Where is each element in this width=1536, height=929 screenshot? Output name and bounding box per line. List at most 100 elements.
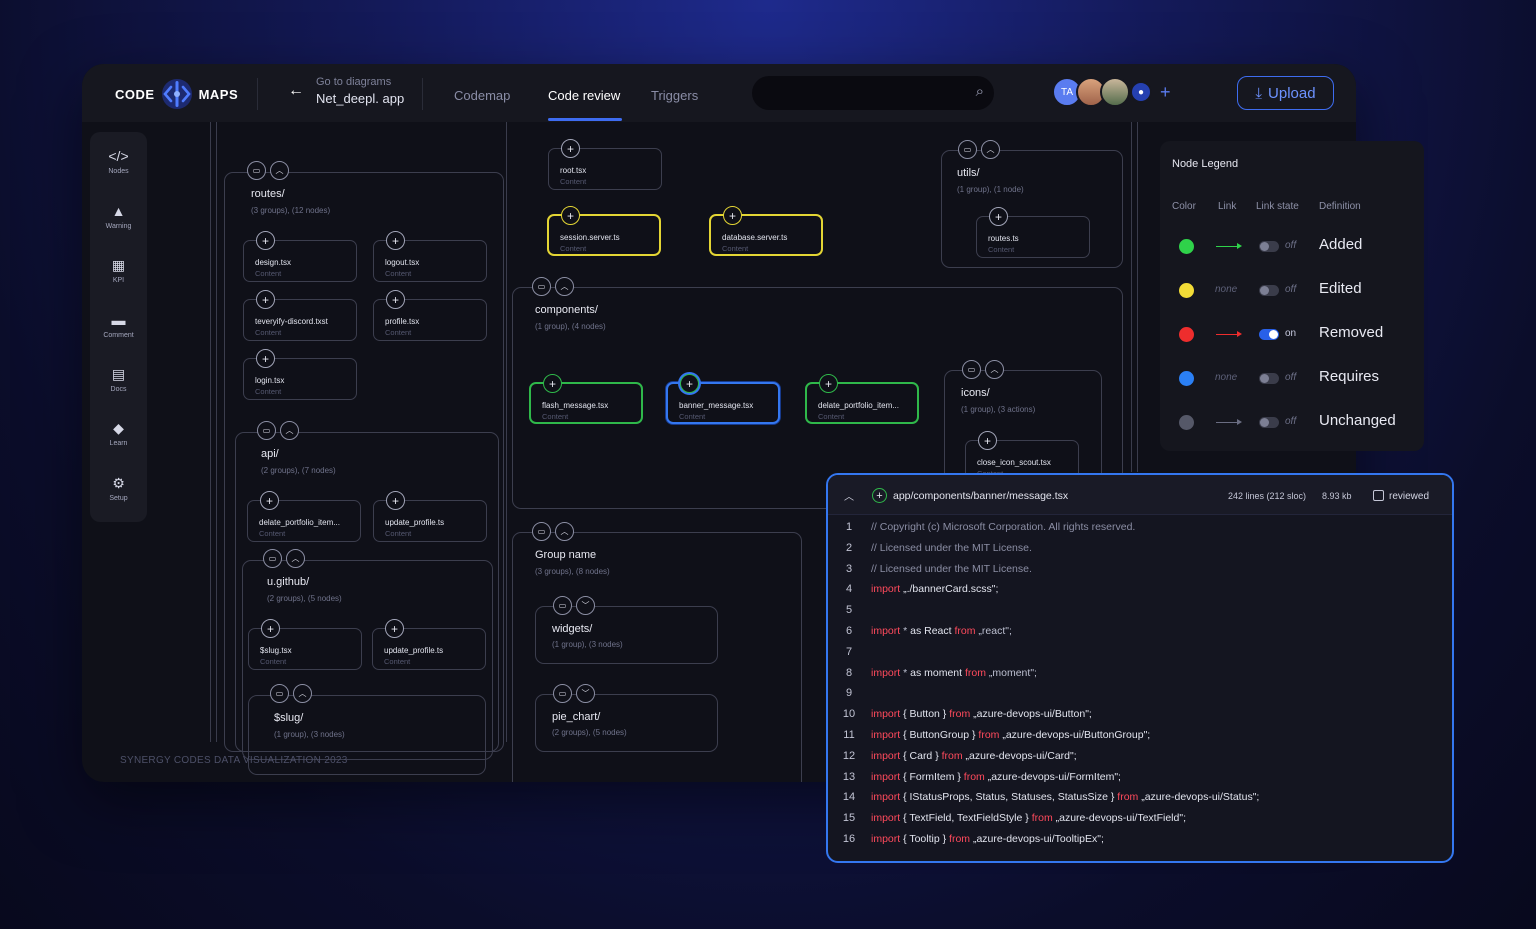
group-slug[interactable] xyxy=(248,695,486,775)
plus-icon[interactable]: + xyxy=(386,231,405,250)
node-banner-message[interactable]: + banner_message.tsx Content xyxy=(666,374,780,424)
chevron-up-icon[interactable]: ︿ xyxy=(270,161,289,180)
group-api[interactable] xyxy=(235,432,499,752)
node-delate-portfolio[interactable]: + delate_portfolio_item... Content xyxy=(247,491,361,542)
search-input[interactable]: ⌕ xyxy=(752,76,994,110)
chevron-up-icon[interactable]: ︿ xyxy=(280,421,299,440)
plus-icon[interactable]: + xyxy=(543,374,562,393)
sidebar-item-warning[interactable]: ▲ Warning xyxy=(90,203,147,230)
folder-icon[interactable]: ▭ xyxy=(263,549,282,568)
back-arrow-icon[interactable]: ← xyxy=(288,82,304,99)
logo[interactable]: CODE MAPS xyxy=(115,78,238,110)
tab-triggers[interactable]: Triggers xyxy=(651,88,699,103)
link-state-toggle[interactable] xyxy=(1259,241,1279,252)
folder-icon[interactable]: ▭ xyxy=(553,596,572,615)
node-slug-tsx[interactable]: + $slug.tsx Content xyxy=(248,619,362,670)
sidebar-item-docs[interactable]: ▤ Docs xyxy=(90,366,147,393)
search-icon[interactable]: ⌕ xyxy=(975,83,984,100)
group-group-name[interactable] xyxy=(512,532,802,782)
upload-button[interactable]: ⤓ Upload xyxy=(1237,76,1334,110)
tab-codemap[interactable]: Codemap xyxy=(454,88,511,103)
chevron-up-icon[interactable]: ︿ xyxy=(555,522,574,541)
folder-icon[interactable]: ▭ xyxy=(532,277,551,296)
node-database-server[interactable]: + database.server.ts Content xyxy=(709,206,823,256)
sidebar-item-learn[interactable]: ◆ Learn xyxy=(90,420,147,447)
node-routes-ts[interactable]: + routes.ts Content xyxy=(976,207,1090,258)
code-review-panel[interactable]: ︿ + app/components/banner/message.tsx 24… xyxy=(826,473,1454,863)
plus-icon[interactable]: + xyxy=(989,207,1008,226)
logo-mark-icon xyxy=(161,79,192,109)
folder-icon[interactable]: ▭ xyxy=(257,421,276,440)
group-header: ▭ ︿ xyxy=(270,684,312,703)
chevron-up-icon[interactable]: ︿ xyxy=(985,360,1004,379)
plus-icon[interactable]: + xyxy=(680,374,699,393)
code-token: from xyxy=(941,749,966,762)
node-login[interactable]: + login.tsx Content xyxy=(243,349,357,400)
folder-icon[interactable]: ▭ xyxy=(270,684,289,703)
folder-icon[interactable]: ▭ xyxy=(247,161,266,180)
plus-icon[interactable]: + xyxy=(723,206,742,225)
group-pie-chart[interactable] xyxy=(535,694,718,752)
plus-icon[interactable]: + xyxy=(256,290,275,309)
chevron-down-icon[interactable]: ﹀ xyxy=(576,596,595,615)
gear-icon: ⚙ xyxy=(112,475,125,491)
node-logout[interactable]: + logout.tsx Content xyxy=(373,231,487,282)
group-header: ▭ ︿ xyxy=(263,549,305,568)
node-profile[interactable]: + profile.tsx Content xyxy=(373,290,487,341)
node-update-profile-gh[interactable]: + update_profile.ts Content xyxy=(372,619,486,670)
node-content: Content xyxy=(542,412,569,421)
plus-icon[interactable]: + xyxy=(386,491,405,510)
plus-icon[interactable]: + xyxy=(385,619,404,638)
sidebar-item-nodes[interactable]: </> Nodes xyxy=(90,148,147,175)
group-widgets[interactable] xyxy=(535,606,718,664)
code-token: from xyxy=(978,729,1003,741)
plus-icon[interactable]: + xyxy=(256,349,275,368)
plus-icon[interactable]: + xyxy=(386,290,405,309)
node-update-profile[interactable]: + update_profile.ts Content xyxy=(373,491,487,542)
chevron-up-icon[interactable]: ︿ xyxy=(844,492,854,503)
plus-icon[interactable]: + xyxy=(561,206,580,225)
chevron-up-icon[interactable]: ︿ xyxy=(293,684,312,703)
group-utils[interactable] xyxy=(941,150,1123,268)
sidebar-item-kpi[interactable]: ▦ KPI xyxy=(90,257,147,284)
link-state-toggle[interactable] xyxy=(1259,285,1279,296)
plus-icon[interactable]: + xyxy=(978,431,997,450)
plus-icon[interactable]: + xyxy=(256,231,275,250)
folder-icon[interactable]: ▭ xyxy=(958,140,977,159)
node-flash-message[interactable]: + flash_message.tsx Content xyxy=(529,374,643,424)
tab-code-review[interactable]: Code review xyxy=(548,88,621,103)
add-user-icon[interactable]: + xyxy=(1160,81,1171,102)
chevron-up-icon[interactable]: ︿ xyxy=(286,549,305,568)
user-icon[interactable]: ● xyxy=(1130,81,1152,103)
group-title: api/ xyxy=(261,448,279,460)
group-u-github[interactable] xyxy=(242,560,493,760)
folder-icon[interactable]: ▭ xyxy=(532,522,551,541)
plus-icon[interactable]: + xyxy=(819,374,838,393)
node-session-server[interactable]: + session.server.ts Content xyxy=(547,206,661,256)
avatar[interactable] xyxy=(1100,77,1130,107)
plus-icon[interactable]: + xyxy=(260,491,279,510)
group-components[interactable] xyxy=(512,287,1123,509)
folder-icon[interactable]: ▭ xyxy=(962,360,981,379)
link-state-toggle[interactable] xyxy=(1259,417,1279,428)
folder-icon[interactable]: ▭ xyxy=(553,684,572,703)
node-teveryify[interactable]: + teveryify-discord.txst Content xyxy=(243,290,357,341)
chevron-up-icon[interactable]: ︿ xyxy=(981,140,1000,159)
active-tab-indicator xyxy=(548,118,622,121)
node-design[interactable]: + design.tsx Content xyxy=(243,231,357,282)
connector-line xyxy=(506,122,507,742)
node-root[interactable]: + root.tsx Content xyxy=(548,139,662,190)
code-token: from xyxy=(954,625,979,637)
link-state-toggle[interactable] xyxy=(1259,373,1279,384)
chevron-down-icon[interactable]: ﹀ xyxy=(576,684,595,703)
sidebar-item-setup[interactable]: ⚙ Setup xyxy=(90,475,147,502)
go-to-diagrams[interactable]: ← Go to diagrams Net_deepl. app xyxy=(288,76,404,106)
link-state-toggle[interactable] xyxy=(1259,329,1279,340)
plus-icon[interactable]: + xyxy=(561,139,580,158)
chevron-up-icon[interactable]: ︿ xyxy=(555,277,574,296)
reviewed-checkbox[interactable] xyxy=(1373,490,1384,501)
node-delate-portfolio-comp[interactable]: + delate_portfolio_item... Content xyxy=(805,374,919,424)
sidebar-item-comment[interactable]: ▬ Comment xyxy=(90,312,147,339)
plus-icon[interactable]: + xyxy=(261,619,280,638)
